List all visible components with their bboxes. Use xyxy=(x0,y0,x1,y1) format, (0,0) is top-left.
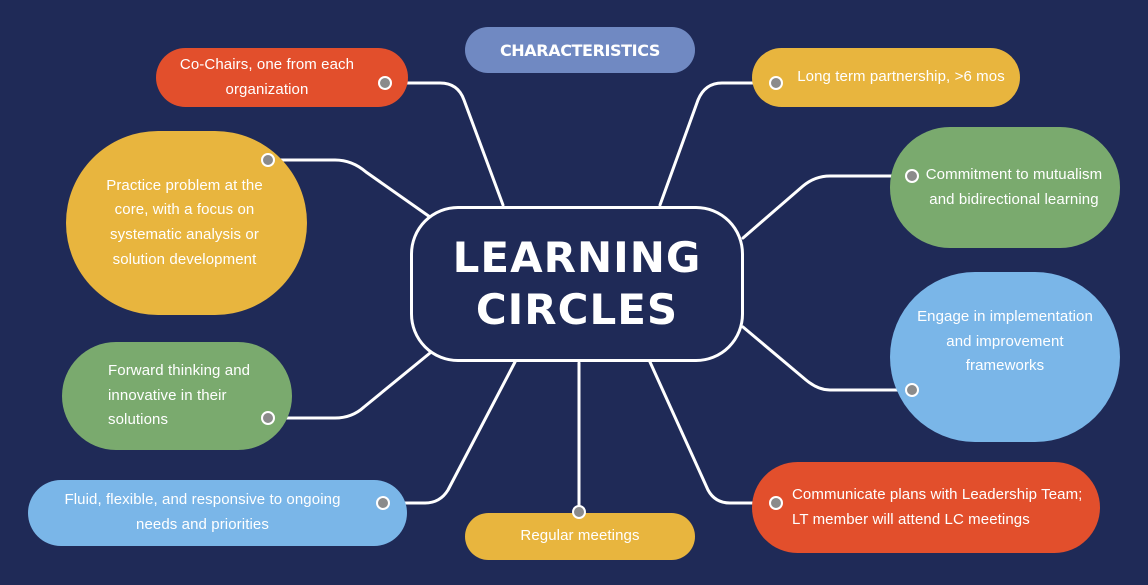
connector-practice-problem xyxy=(266,158,432,219)
characteristics-header-label: CHARACTERISTICS xyxy=(499,40,661,60)
node-communicate-text: Communicate plans with Leadership Team; … xyxy=(792,485,1083,528)
connector-long-term xyxy=(658,81,778,207)
characteristics-header: CHARACTERISTICS xyxy=(465,27,695,73)
connector-communicate xyxy=(648,360,778,505)
dot-long-term xyxy=(769,76,783,90)
node-regular-meetings-text: Regular meetings xyxy=(520,527,640,545)
center-title-line2: CIRCLES xyxy=(475,285,679,334)
connector-commitment xyxy=(741,174,914,240)
node-communicate: Communicate plans with Leadership Team; … xyxy=(752,462,1100,553)
dot-commitment xyxy=(905,169,919,183)
node-long-term: Long term partnership, >6 mos xyxy=(752,48,1020,107)
dot-fluid-flexible xyxy=(376,496,390,510)
node-commitment-text: Commitment to mutualism and bidirectiona… xyxy=(925,165,1103,208)
node-fluid-flexible: Fluid, flexible, and responsive to ongoi… xyxy=(28,480,407,546)
dot-communicate xyxy=(769,496,783,510)
dot-regular-meetings xyxy=(572,505,586,519)
connector-forward-thinking xyxy=(266,351,432,420)
center-title-line1: LEARNING xyxy=(452,232,702,282)
dot-practice-problem xyxy=(261,153,275,167)
dot-co-chairs xyxy=(378,76,392,90)
connector-engage xyxy=(741,325,914,392)
dot-forward-thinking xyxy=(261,411,275,425)
node-engage: Engage in implementation and improvement… xyxy=(890,272,1120,442)
learning-circles-center: LEARNING CIRCLES xyxy=(410,206,744,362)
node-forward-thinking-text: Forward thinking and innovative in their… xyxy=(108,361,251,429)
node-forward-thinking: Forward thinking and innovative in their… xyxy=(62,342,292,450)
node-fluid-flexible-text: Fluid, flexible, and responsive to ongoi… xyxy=(64,491,341,533)
node-co-chairs-text: Co-Chairs, one from each organization xyxy=(179,55,355,98)
node-practice-problem-text: Practice problem at the core, with a foc… xyxy=(106,176,263,268)
node-regular-meetings: Regular meetings xyxy=(465,513,695,560)
node-co-chairs: Co-Chairs, one from each organization xyxy=(156,48,408,107)
dot-engage xyxy=(905,383,919,397)
connector-co-chairs xyxy=(383,81,505,207)
node-engage-text: Engage in implementation and improvement… xyxy=(917,307,1093,375)
node-long-term-text: Long term partnership, >6 mos xyxy=(797,68,1005,86)
connector-fluid-flexible xyxy=(381,360,517,505)
node-commitment: Commitment to mutualism and bidirectiona… xyxy=(890,127,1120,248)
